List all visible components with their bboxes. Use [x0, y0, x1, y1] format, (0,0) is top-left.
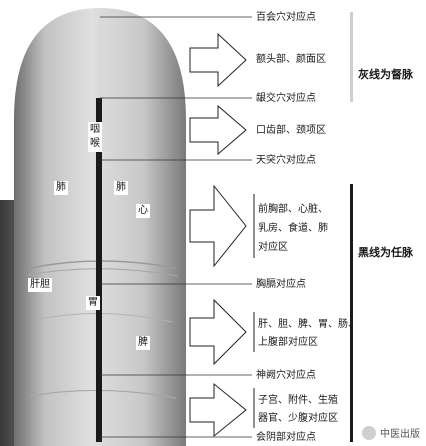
tag-xin: 心	[136, 204, 150, 218]
tag-fei-right: 肺	[114, 181, 128, 195]
tag-hou: 喉	[90, 138, 100, 149]
point-xiongge: 胸膈对应点	[256, 279, 306, 290]
arrow-mouth	[189, 104, 247, 156]
du-meridian-title: 灰线为督脉	[358, 68, 413, 81]
region-lower-line1: 子宫、附件、生殖	[258, 395, 338, 406]
du-side-bar	[350, 12, 353, 102]
region-chest-line2: 乳房、食道、肺	[258, 223, 328, 234]
arrow-chest	[189, 184, 247, 268]
region-abdomen-line2: 上腹部对应区	[258, 337, 318, 348]
region-abdomen-line1: 肝、胆、脾、胃、肠、	[258, 319, 358, 330]
region-forehead: 额头部、颜面区	[256, 54, 326, 65]
tag-wei: 胃	[86, 296, 100, 310]
ren-meridian-title: 黑线为任脉	[358, 246, 413, 259]
region-lower-line2: 器官、少腹对应区	[258, 413, 338, 424]
arrow-abdomen	[189, 298, 247, 366]
du-meridian-line	[98, 14, 104, 102]
arrow-lower	[189, 382, 247, 438]
region-mouth: 口齿部、颈项区	[256, 125, 326, 136]
point-baihui: 百会穴对应点	[256, 12, 316, 23]
tag-gandan: 肝胆	[28, 278, 52, 292]
ren-meridian-line	[96, 98, 102, 442]
point-huiyin: 会阴部对应点	[256, 432, 316, 443]
tag-yanhou: 咽 喉	[88, 122, 102, 152]
region-chest-line1: 前胸部、心脏、	[258, 204, 328, 215]
point-tiantu: 天突穴对应点	[256, 155, 316, 166]
ren-side-bar	[350, 184, 353, 442]
wechat-icon	[362, 425, 376, 440]
watermark: 中医出版	[362, 425, 420, 440]
point-yinjiao: 龈交穴对应点	[256, 93, 316, 104]
tag-pi: 脾	[136, 336, 150, 350]
arrow-forehead	[189, 32, 247, 88]
tag-yan: 咽	[90, 124, 100, 135]
tag-fei-left: 肺	[54, 181, 68, 195]
region-chest-line3: 对应区	[258, 242, 288, 253]
point-shenque: 神阙穴对应点	[256, 370, 316, 381]
watermark-text: 中医出版	[380, 429, 420, 440]
